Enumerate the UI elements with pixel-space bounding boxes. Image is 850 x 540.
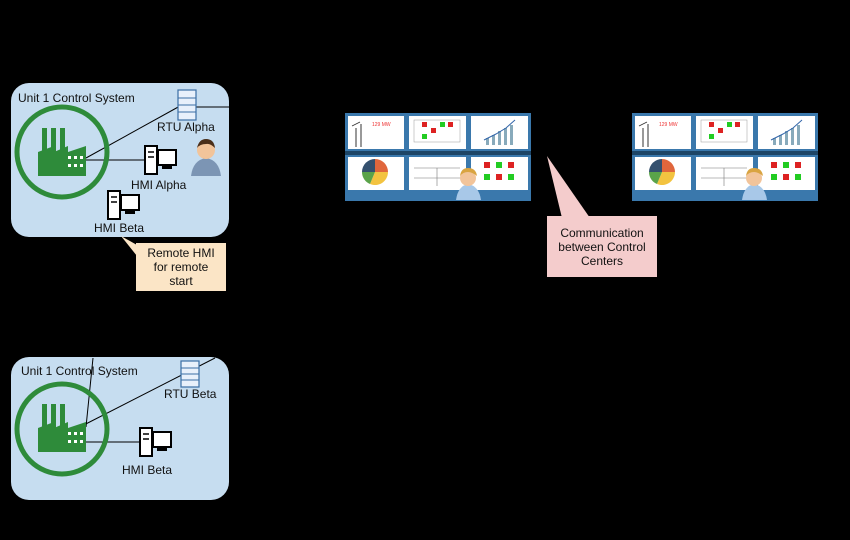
control-center-1: 129 MW [345, 113, 531, 201]
communication-callout: Communication between Control Centers [547, 156, 657, 277]
rtu-server-icon [180, 360, 200, 388]
monitor-wall-icon: 129 MW [345, 113, 531, 201]
callout-remote-line-1: Remote HMI [147, 246, 214, 260]
unit-a-title: Unit 1 Control System [18, 91, 135, 105]
callout-comm-line-2: between Control [558, 240, 645, 254]
callout-comm-line-1: Communication [560, 226, 643, 240]
unit-b-title: Unit 1 Control System [21, 364, 138, 378]
remote-hmi-callout: Remote HMI for remote start [121, 236, 226, 291]
callout-remote-line-2: for remote [154, 260, 209, 274]
hmi-computer-icon [144, 145, 177, 175]
hmi-beta-label-b: HMI Beta [122, 463, 172, 477]
power-readout: 129 MW [372, 122, 391, 128]
hmi-beta-label: HMI Beta [94, 221, 144, 235]
callout-remote-line-3: start [169, 274, 193, 288]
hmi-computer-icon [139, 427, 172, 457]
hmi-alpha-label: HMI Alpha [131, 178, 187, 192]
operator-icon [742, 168, 767, 200]
operator-icon [191, 139, 221, 176]
rtu-alpha-label: RTU Alpha [157, 120, 215, 134]
power-readout: 129 MW [659, 122, 678, 128]
rtu-server-icon [177, 89, 197, 121]
operator-icon [456, 168, 481, 200]
factory-icon [14, 104, 110, 200]
unit-a-panel: Unit 1 Control System RTU Alpha [11, 83, 229, 237]
hmi-computer-icon [107, 190, 140, 220]
unit-b-panel: Unit 1 Control System RTU Beta [11, 357, 229, 500]
monitor-wall-icon: 129 MW [632, 113, 818, 201]
control-center-2: 129 MW [632, 113, 818, 201]
rtu-beta-label: RTU Beta [164, 387, 217, 401]
factory-icon [14, 381, 110, 477]
callout-comm-line-3: Centers [581, 254, 623, 268]
